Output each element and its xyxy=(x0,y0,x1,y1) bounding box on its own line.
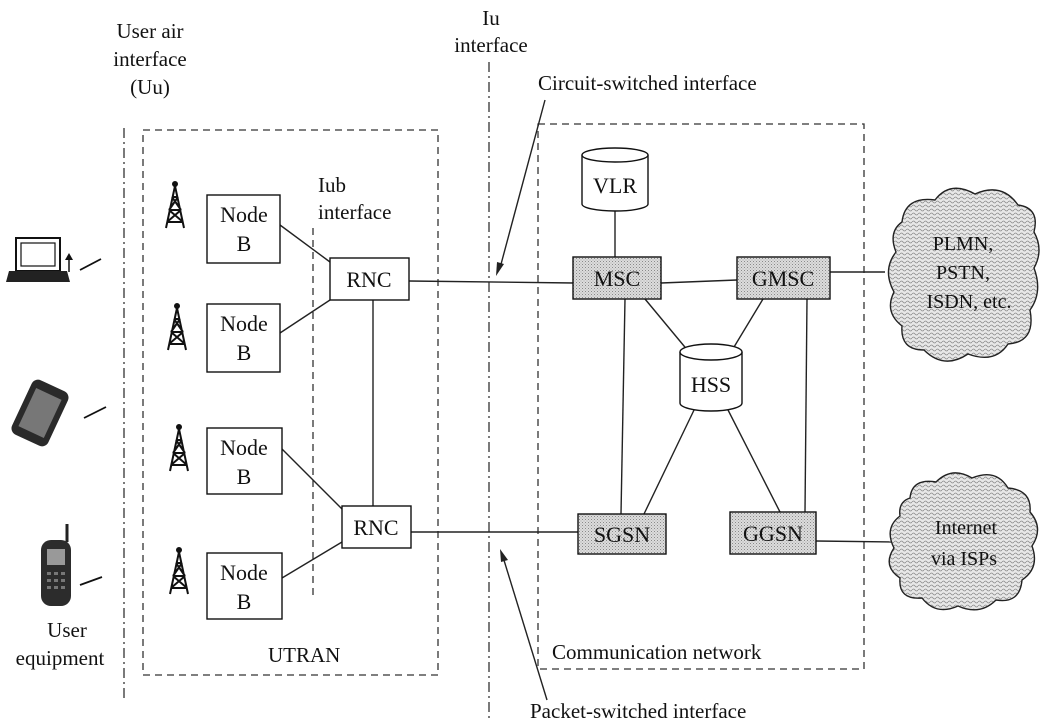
svg-text:B: B xyxy=(237,589,252,614)
svg-text:PLMN,: PLMN, xyxy=(933,233,994,255)
vlr-database: VLR xyxy=(581,147,649,212)
svg-text:Node: Node xyxy=(220,435,268,460)
packet-switched-arrow xyxy=(500,549,548,701)
node-b-3: Node B xyxy=(206,427,283,495)
svg-text:interface: interface xyxy=(454,33,527,57)
node-b-4: Node B xyxy=(206,552,283,620)
svg-text:Node: Node xyxy=(220,311,268,336)
gmsc-box: GMSC xyxy=(736,256,831,300)
ggsn-box: GGSN xyxy=(729,511,817,555)
svg-text:Node: Node xyxy=(220,560,268,585)
communication-network-region xyxy=(537,123,865,670)
svg-text:GMSC: GMSC xyxy=(752,266,814,291)
laptop-icon xyxy=(6,237,102,282)
svg-text:MSC: MSC xyxy=(594,266,640,291)
mobile-phone-icon xyxy=(41,524,103,606)
svg-text:VLR: VLR xyxy=(593,173,637,198)
svg-text:interface: interface xyxy=(113,47,186,71)
svg-text:B: B xyxy=(237,231,252,256)
svg-text:B: B xyxy=(237,340,252,365)
pstn-cloud: PLMN, PSTN, ISDN, etc. xyxy=(887,187,1040,362)
svg-text:HSS: HSS xyxy=(691,372,731,397)
svg-text:User: User xyxy=(47,618,87,642)
tower-icon-1 xyxy=(165,181,185,229)
smartphone-icon xyxy=(11,379,107,447)
msc-box: MSC xyxy=(572,256,662,300)
circuit-switched-arrow xyxy=(496,99,546,276)
svg-text:equipment: equipment xyxy=(16,646,105,670)
svg-text:PSTN,: PSTN, xyxy=(936,262,990,284)
svg-text:SGSN: SGSN xyxy=(594,522,650,547)
utran-region xyxy=(142,129,439,676)
svg-text:ISDN, etc.: ISDN, etc. xyxy=(927,291,1012,313)
svg-text:GGSN: GGSN xyxy=(743,521,803,546)
communication-network-label: Communication network xyxy=(552,640,762,664)
svg-text:Iu: Iu xyxy=(482,6,500,30)
svg-text:Node: Node xyxy=(220,202,268,227)
svg-text:(Uu): (Uu) xyxy=(130,75,170,99)
internet-cloud: Internet via ISPs xyxy=(888,472,1039,611)
circuit-switched-label: Circuit-switched interface xyxy=(538,71,757,95)
utran-label: UTRAN xyxy=(268,643,340,667)
node-b-2: Node B xyxy=(206,303,281,373)
connections xyxy=(279,205,894,579)
rnc-2: RNC xyxy=(341,505,412,549)
user-air-interface-label: User air interface (Uu) xyxy=(113,19,186,99)
tower-icon-2 xyxy=(167,303,187,351)
iub-interface-label: Iub interface xyxy=(318,173,391,224)
node-b-1: Node B xyxy=(206,194,281,264)
svg-text:via ISPs: via ISPs xyxy=(931,548,997,570)
user-equipment-label: User equipment xyxy=(16,618,105,670)
tower-icon-3 xyxy=(169,424,189,472)
svg-text:Internet: Internet xyxy=(935,517,998,539)
svg-text:interface: interface xyxy=(318,200,391,224)
svg-text:Iub: Iub xyxy=(318,173,346,197)
svg-text:RNC: RNC xyxy=(346,267,391,292)
packet-switched-label: Packet-switched interface xyxy=(530,699,746,723)
svg-text:User air: User air xyxy=(116,19,183,43)
rnc-1: RNC xyxy=(329,257,410,301)
svg-text:B: B xyxy=(237,464,252,489)
hss-database: HSS xyxy=(679,343,743,412)
svg-text:RNC: RNC xyxy=(353,515,398,540)
iu-interface-label: Iu interface xyxy=(454,6,527,57)
sgsn-box: SGSN xyxy=(577,513,667,555)
tower-icon-4 xyxy=(169,547,189,595)
